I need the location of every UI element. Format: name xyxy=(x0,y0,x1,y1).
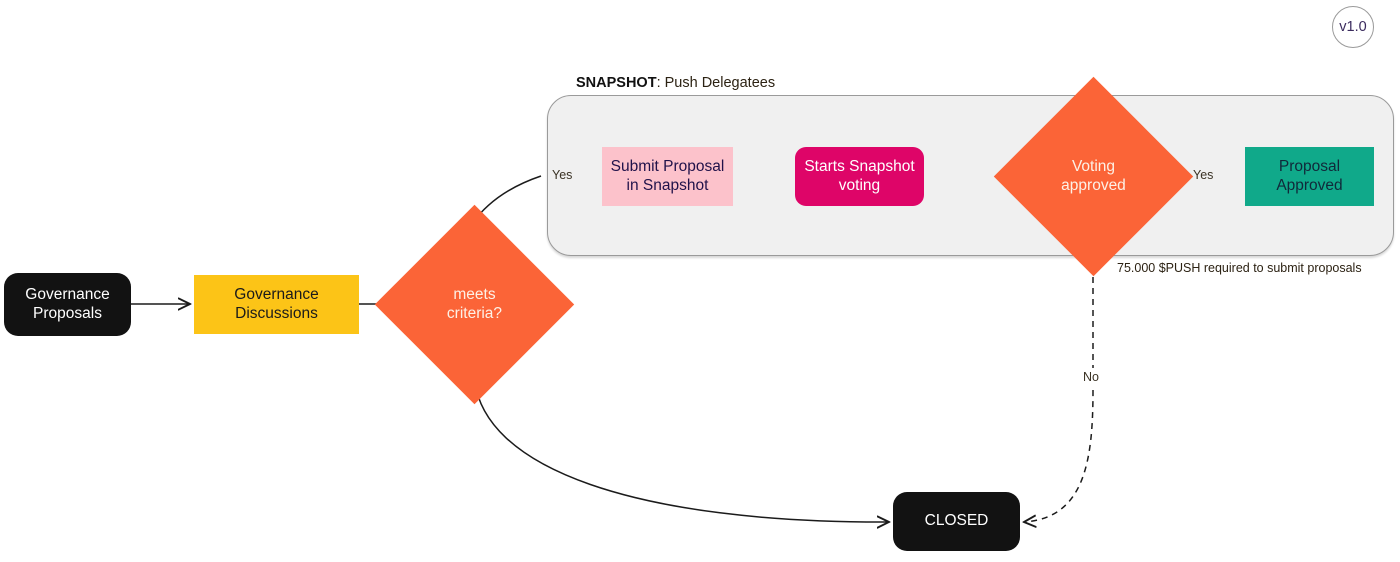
meets-criteria-label: meets criteria? xyxy=(446,285,503,322)
node-voting-approved[interactable]: Voting approved xyxy=(993,76,1194,277)
edge-label-criteria-yes: Yes xyxy=(552,168,573,182)
node-proposal-approved[interactable]: Proposal Approved xyxy=(1245,147,1374,206)
node-governance-discussions[interactable]: Governance Discussions xyxy=(194,275,359,334)
node-closed[interactable]: CLOSED xyxy=(893,492,1020,551)
push-requirement-note: 75.000 $PUSH required to submit proposal… xyxy=(1117,261,1362,275)
edge-label-voting-no: No xyxy=(1083,370,1099,384)
edge-label-voting-yes: Yes xyxy=(1193,168,1214,182)
snapshot-group-title-rest: : Push Delegatees xyxy=(656,75,776,91)
snapshot-group-title: SNAPSHOT: Push Delegatees xyxy=(576,75,775,91)
voting-approved-label: Voting approved xyxy=(1061,157,1126,194)
edge-criteria-to-closed-curve xyxy=(473,373,889,522)
node-meets-criteria[interactable]: meets criteria? xyxy=(374,204,575,405)
snapshot-group-title-bold: SNAPSHOT xyxy=(576,75,657,91)
version-badge: v1.0 xyxy=(1332,6,1374,48)
edge-voting-no-dashed xyxy=(1024,255,1094,522)
node-starts-snapshot-voting[interactable]: Starts Snapshot voting xyxy=(795,147,924,206)
node-submit-proposal-in-snapshot[interactable]: Submit Proposal in Snapshot xyxy=(602,147,733,206)
node-governance-proposals[interactable]: Governance Proposals xyxy=(4,273,131,336)
